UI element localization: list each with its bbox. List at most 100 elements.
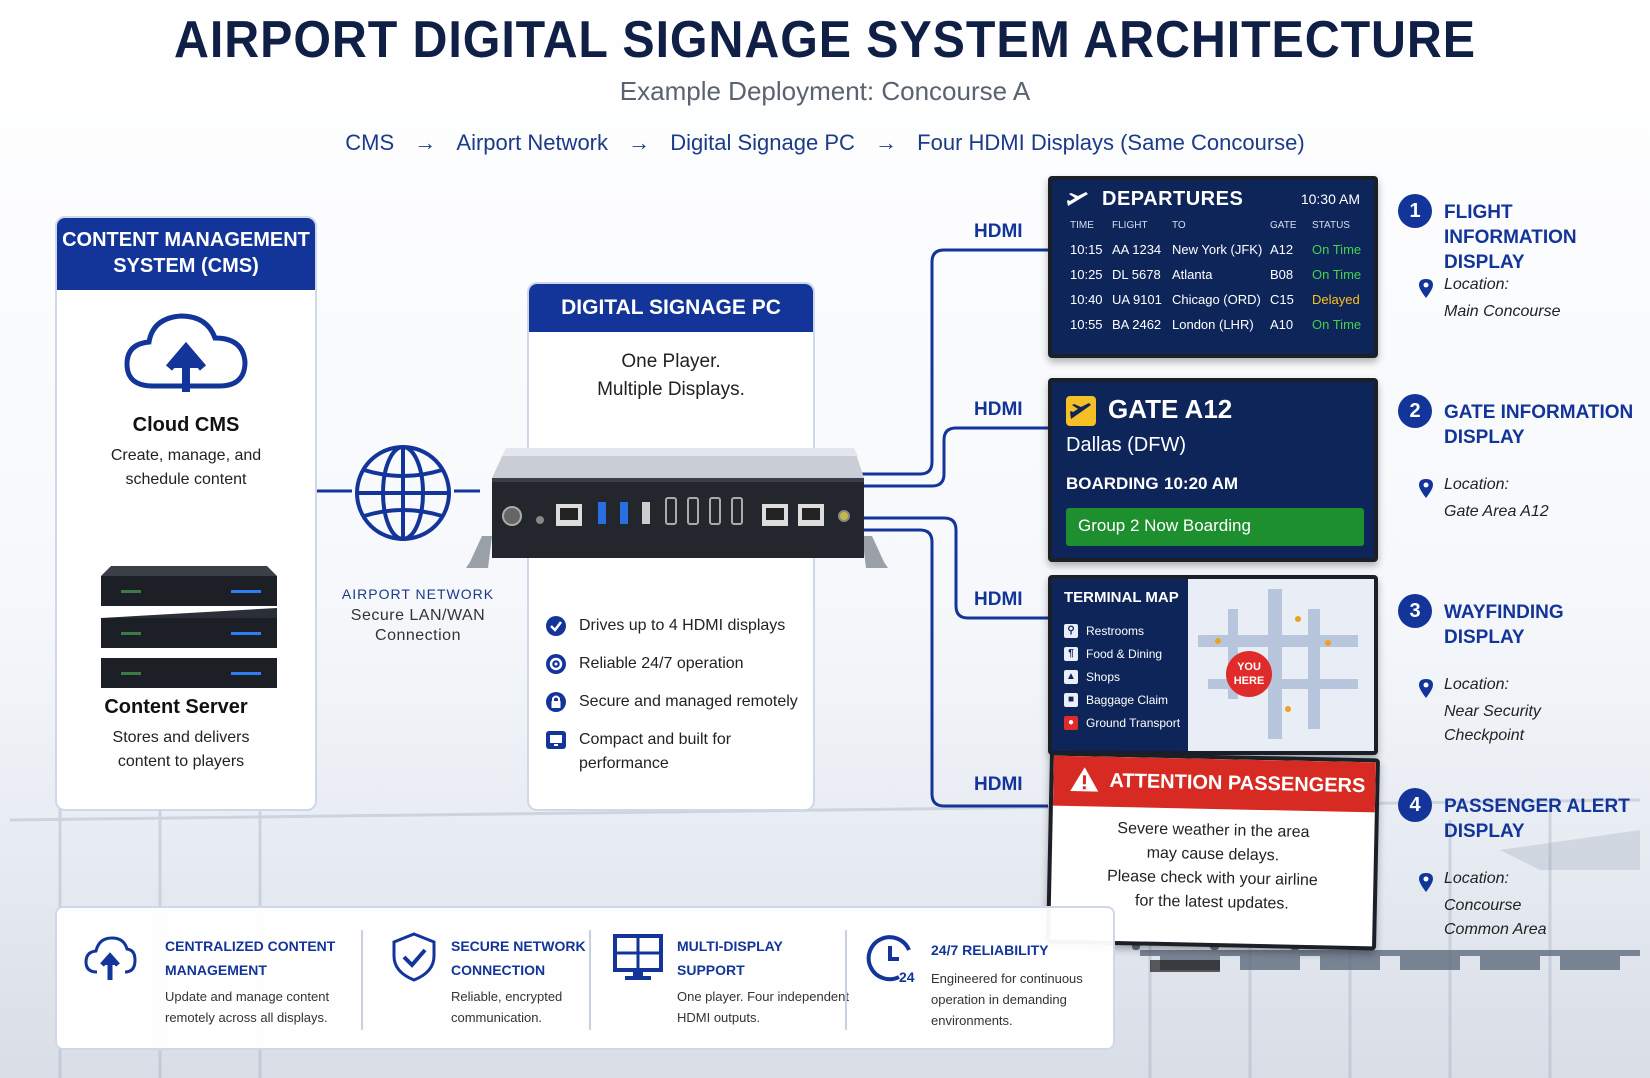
table-row: 10:40 UA 9101 Chicago (ORD) C15 Delayed [1066,292,1366,317]
benefit-desc: One player. Four independent HDMI output… [677,989,850,1025]
page-subtitle: Example Deployment: Concourse A [619,76,1031,106]
flight-time: 10:40 [1070,292,1103,307]
flight-destination: New York (JFK) [1172,242,1263,257]
display-info-title: WAYFINDING DISPLAY [1444,602,1564,648]
mini-pc-device [466,448,888,568]
departures-display: DEPARTURES 10:30 AM TIME FLIGHT TO GATE … [1048,176,1378,358]
alert-header: ATTENTION PASSENGERS [1052,755,1376,813]
network-desc: Secure LAN/WAN Connection [350,607,486,644]
benefit-item: 24 24/7 RELIABILITY Engineered for conti… [847,908,1113,1048]
location-pin-icon [1419,479,1433,498]
boarding-label: BOARDING [1066,474,1159,493]
column-header: TO [1172,220,1186,231]
cloud-upload-icon [84,936,137,980]
content-server-title: Content Server [104,696,248,718]
divider [589,930,591,1030]
hdmi-label-1: HDMI [974,221,1023,242]
page-title: AIRPORT DIGITAL SIGNAGE SYSTEM ARCHITECT… [174,11,1476,69]
arrow-right-icon: → [628,130,651,155]
flight-time: 10:25 [1070,267,1103,282]
cloud-cms-desc: Create, manage, and schedule content [110,447,262,488]
multi-display-icon [613,934,663,980]
airplane-icon [1067,192,1088,206]
flight-time: 10:55 [1070,317,1103,332]
list-item: ⚲ Restrooms [1064,619,1180,642]
feature-text: Reliable 24/7 operation [579,655,744,672]
number-badge: 3 [1398,594,1432,628]
warning-icon [1070,767,1099,792]
clock-24-icon: 24 [866,935,915,985]
feature-item: Secure and managed remotely [545,690,807,714]
flow-step-cms: CMS [345,130,395,155]
map-layout [1198,589,1358,739]
map-item-label: Shops [1086,669,1121,684]
column-header: GATE [1270,220,1297,231]
content-server-desc: Stores and delivers content to players [112,729,250,770]
flight-status: On Time [1312,267,1362,282]
location-value: Near Security Checkpoint [1444,703,1541,744]
cloud-upload-icon [124,313,248,392]
flight-number: DL 5678 [1112,267,1161,282]
list-item: ▲ Shops [1064,665,1180,688]
location-value: Concourse Common Area [1444,897,1547,938]
location-label: Location: [1444,476,1509,493]
flight-destination: London (LHR) [1172,317,1254,332]
column-header: TIME [1070,220,1094,231]
airplane-icon [1066,396,1096,426]
benefit-title: SECURE NETWORK CONNECTION [451,938,586,978]
map-title: TERMINAL MAP [1064,589,1179,606]
display-info-title: GATE INFORMATION DISPLAY [1444,402,1634,448]
table-row: 10:15 AA 1234 New York (JFK) A12 On Time [1066,242,1366,267]
number-badge: 2 [1398,394,1432,428]
pc-heading: DIGITAL SIGNAGE PC [529,284,813,332]
alert-title: ATTENTION PASSENGERS [1109,769,1366,798]
boarding-status: Group 2 Now Boarding [1078,516,1251,535]
map-item-label: Ground Transport [1086,715,1181,730]
feature-text: Secure and managed remotely [579,693,798,710]
flight-number: UA 9101 [1112,292,1162,307]
you-here-marker: YOU HERE [1226,651,1272,697]
flight-status: Delayed [1312,292,1360,307]
flight-number: AA 1234 [1112,242,1162,257]
map-item-label: Restrooms [1086,623,1145,638]
hdmi-label-3: HDMI [974,589,1023,610]
restroom-icon: ⚲ [1064,623,1078,638]
departures-title: DEPARTURES [1102,188,1244,210]
shopping-bag-icon: ▲ [1064,669,1078,684]
server-stack-icon [101,566,277,688]
terminal-map-graphic: YOU HERE [1188,579,1374,751]
fork-knife-icon: ¶ [1064,646,1078,661]
list-item: ● Ground Transport [1064,711,1180,734]
flight-gate: C15 [1270,292,1294,307]
benefit-desc: Reliable, encrypted communication. [451,989,563,1025]
cms-panel: CONTENT MANAGEMENT SYSTEM (CMS) Cloud CM… [55,216,317,811]
passenger-alert-display: ATTENTION PASSENGERS Severe weather in t… [1046,751,1380,951]
benefit-title: MULTI-DISPLAY SUPPORT [677,938,783,978]
pc-feature-list: Drives up to 4 HDMI displays Reliable 24… [545,614,807,790]
monitor-icon [546,731,566,749]
svg-text:24: 24 [899,969,915,985]
number-badge: 4 [1398,788,1432,822]
column-header: STATUS [1312,220,1350,231]
benefit-desc: Engineered for continuous operation in d… [931,971,1083,1028]
table-row: 10:25 DL 5678 Atlanta B08 On Time [1066,267,1366,292]
luggage-icon: ■ [1064,692,1078,707]
flow-breadcrumb: CMS → Airport Network → Digital Signage … [0,130,1650,156]
feature-text: Compact and built for performance [579,731,732,772]
car-icon: ● [1064,715,1078,730]
cloud-cms-title: Cloud CMS [132,414,240,436]
table-row: 10:55 BA 2462 London (LHR) A10 On Time [1066,317,1366,342]
gear-icon [546,654,566,674]
flight-status: On Time [1312,242,1362,257]
column-header: FLIGHT [1112,220,1148,231]
benefit-title: 24/7 RELIABILITY [931,942,1049,958]
location-label: Location: [1444,676,1509,693]
flight-destination: Atlanta [1172,267,1213,282]
benefit-title: CENTRALIZED CONTENT MANAGEMENT [165,938,336,978]
arrow-right-icon: → [875,130,898,155]
hdmi-label-4: HDMI [974,774,1023,795]
globe-icon [355,445,451,541]
benefit-item: MULTI-DISPLAY SUPPORT One player. Four i… [591,908,849,1048]
map-legend: ⚲Restrooms ¶Food & Dining ▲Shops ■Baggag… [1064,619,1180,734]
divider [361,930,363,1030]
